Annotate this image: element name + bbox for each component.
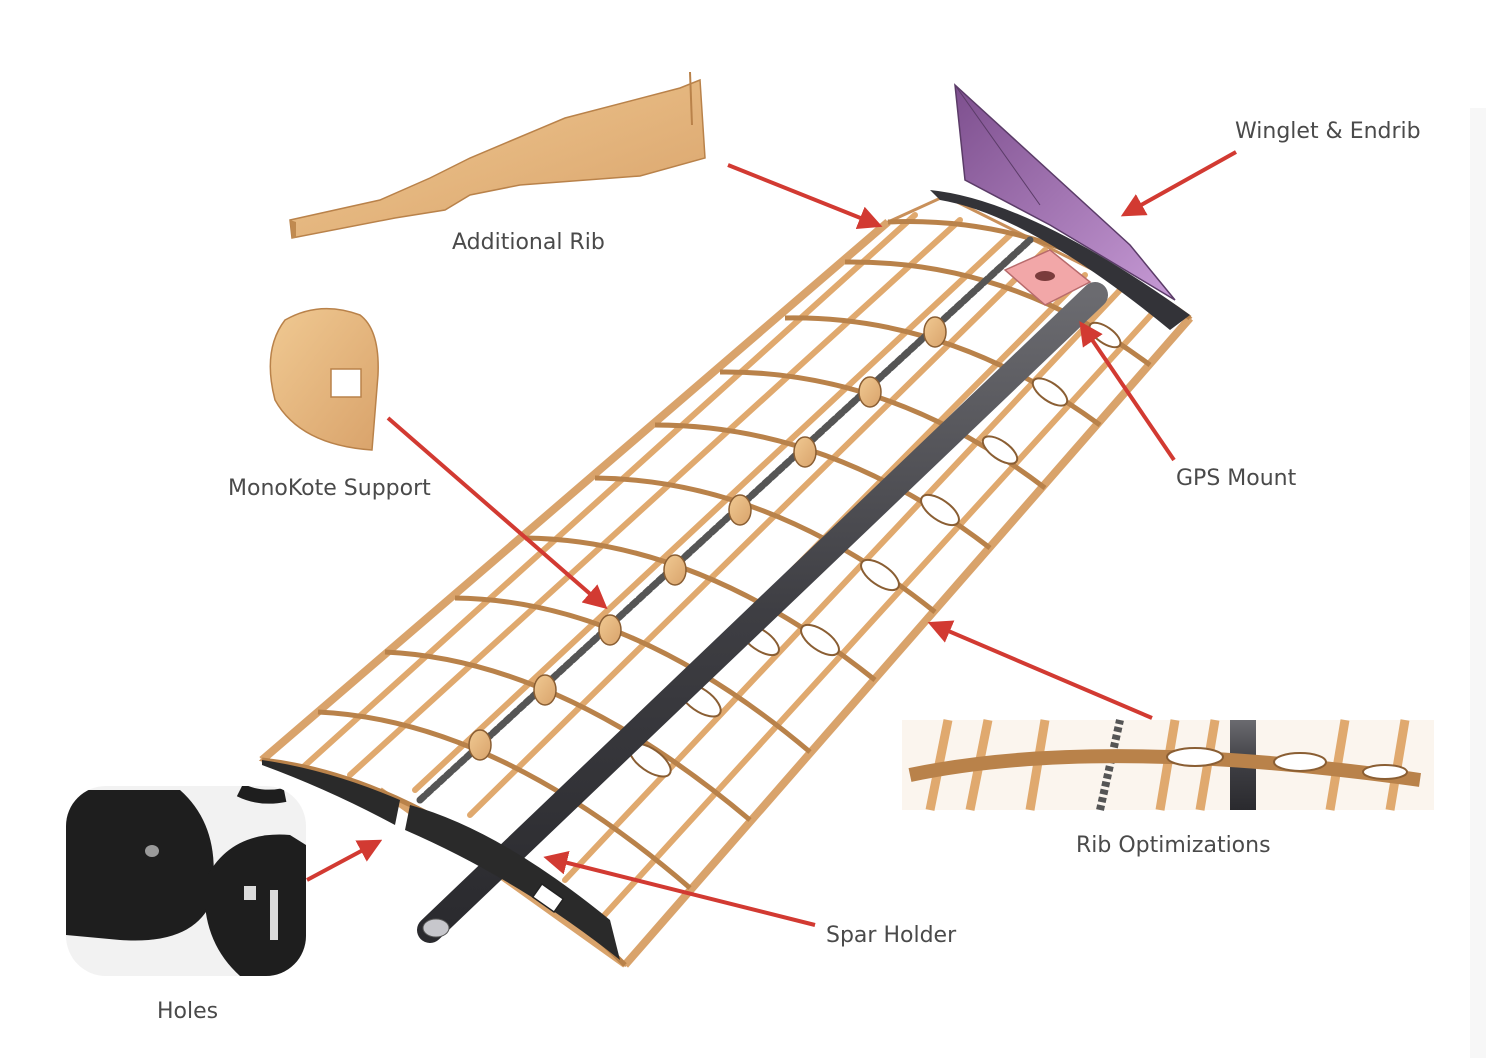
carbon-rod [416,236,1034,804]
main-spar [417,282,1108,943]
winglet-part [930,83,1190,330]
arrow-additional-rib [727,163,883,230]
monokote-support-part [269,307,379,451]
label-gps-mount: GPS Mount [1176,466,1297,491]
label-monokote-support: MonoKote Support [228,476,431,501]
spar-holder-part [262,760,620,960]
arrows [306,150,1237,927]
label-additional-rib: Additional Rib [452,230,605,255]
label-rib-optimizations: Rib Optimizations [1076,833,1271,858]
arrow-gps [1079,321,1176,462]
label-winglet-endrib: Winglet & Endrib [1235,119,1421,144]
arrow-monokote [386,416,608,610]
label-holes: Holes [157,999,219,1024]
arrow-spar-holder [543,851,816,927]
holes-inset [66,786,306,976]
wing-frame [258,194,1194,968]
additional-rib-part [289,71,706,239]
rib-optimizations-inset [902,719,1434,811]
arrow-rib-opt [927,620,1153,720]
arrow-holes [306,839,383,882]
label-spar-holder: Spar Holder [826,923,957,948]
right-edge-strip [1470,108,1486,1058]
arrow-winglet [1120,150,1237,217]
gps-mount-part [1003,249,1092,306]
